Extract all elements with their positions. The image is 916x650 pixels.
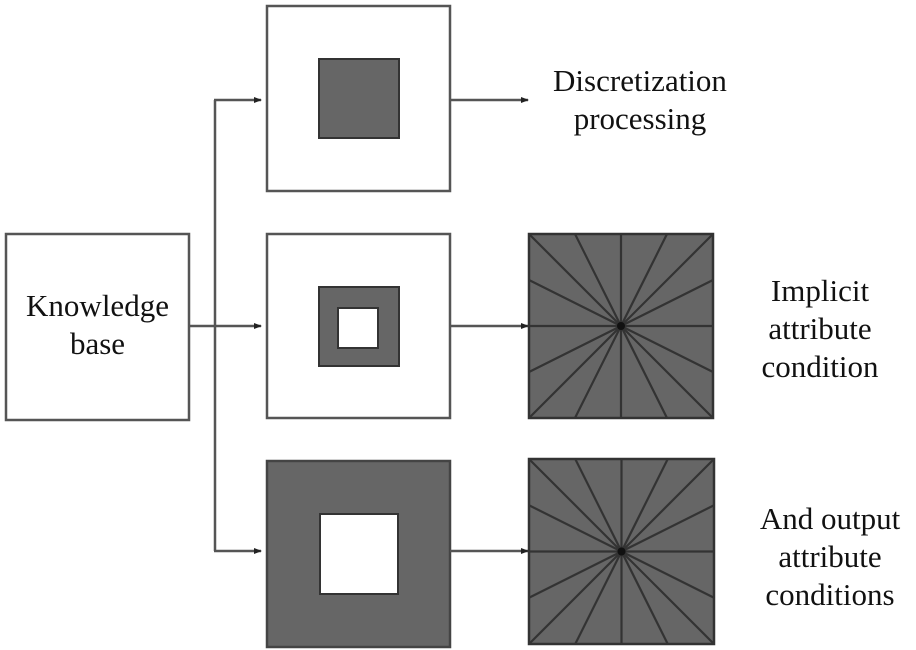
radial-spoke — [621, 504, 715, 553]
radial-square-output — [527, 457, 716, 646]
radial-spoke — [528, 550, 623, 645]
label-line: attribute — [778, 539, 882, 574]
radial-spoke — [620, 325, 714, 419]
radial-spoke — [528, 504, 622, 553]
radial-spoke — [574, 551, 623, 645]
label-knowledge-base: Knowledge base — [6, 287, 189, 363]
label-output-attribute-conditions: And output attribute conditions — [740, 500, 916, 614]
radial-spoke — [528, 325, 622, 373]
radial-spoke — [620, 279, 714, 327]
stage-large-frame-square — [265, 459, 452, 649]
label-discretization-processing: Discretization processing — [530, 62, 750, 138]
radial-spoke — [574, 325, 622, 419]
radial-spoke — [620, 325, 668, 419]
label-line: Implicit — [770, 273, 870, 308]
stage1-inner-square — [318, 58, 400, 139]
label-implicit-attribute-condition: Implicit attribute condition — [730, 272, 910, 386]
radial-spoke — [528, 550, 622, 599]
radial-spoke — [574, 233, 622, 327]
stage-ring-square — [265, 232, 452, 420]
radial-spoke — [574, 458, 623, 552]
output-arrows — [450, 97, 529, 554]
radial-spoke — [528, 279, 622, 327]
radial-spoke — [528, 458, 623, 553]
radial-center-dot — [617, 547, 626, 556]
radial-spoke — [620, 550, 715, 645]
radial-spoke — [620, 551, 669, 645]
label-line: Discretization — [553, 63, 727, 98]
stage3-hole — [319, 513, 399, 595]
radial-square-implicit — [527, 232, 715, 420]
label-line: And output — [759, 501, 901, 536]
radial-spoke — [620, 233, 668, 327]
label-line: condition — [761, 349, 879, 384]
label-line: Knowledge — [26, 288, 169, 323]
radial-spoke — [620, 458, 715, 553]
stage2-ring-hole — [337, 307, 379, 349]
radial-spoke — [620, 233, 714, 327]
radial-center-dot — [617, 322, 625, 330]
label-line: conditions — [765, 577, 895, 612]
label-line: attribute — [768, 311, 872, 346]
branch-connectors — [189, 97, 262, 554]
radial-spoke — [620, 325, 714, 373]
knowledge-base-box — [4, 232, 191, 422]
radial-spoke — [528, 233, 622, 327]
radial-spoke — [528, 325, 622, 419]
label-line: base — [69, 326, 126, 361]
radial-spoke — [621, 550, 715, 599]
radial-spoke — [620, 458, 669, 552]
label-line: processing — [573, 101, 707, 136]
stage-small-solid-square — [265, 4, 452, 193]
